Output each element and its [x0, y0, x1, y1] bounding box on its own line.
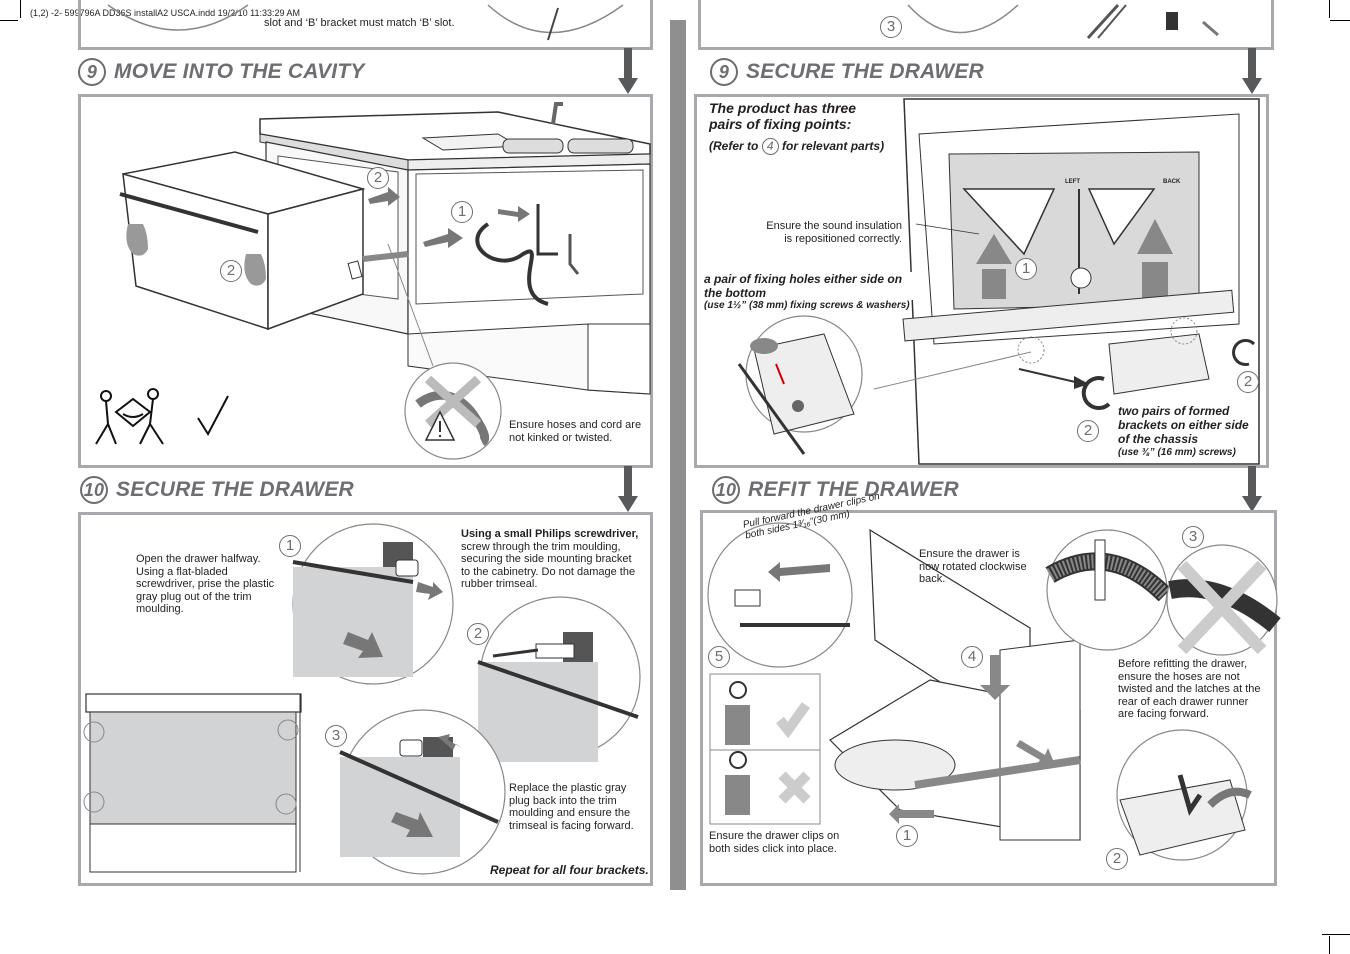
section-title: SECURE THE DRAWER [746, 60, 984, 83]
previous-step-text: slot and ‘B’ bracket must match ‘B’ slot… [264, 17, 455, 29]
step-marker: 1 [1015, 258, 1037, 280]
section-heading: 9 MOVE INTO THE CAVITY [78, 58, 365, 86]
previous-panel-left [78, 0, 653, 50]
sound-insulation-note: Ensure the sound insulation is repositio… [766, 220, 902, 245]
step-2-instruction: Using a small Philips screwdriver, screw… [461, 528, 641, 591]
previous-illustration-left [107, 4, 624, 41]
down-arrow-icon [1242, 48, 1262, 94]
refer-note: (Refer to 4 for relevant parts) [709, 137, 884, 155]
step-marker: 3 [1182, 526, 1204, 548]
crop-mark [20, 0, 21, 18]
crop-mark [0, 20, 18, 21]
trim-bracket-illustration [83, 523, 641, 875]
clips-click-note: Ensure the drawer clips on both sides cl… [709, 830, 840, 855]
crop-mark [1322, 934, 1350, 935]
hoses-check-note: Before refitting the drawer, ensure the … [1118, 658, 1261, 720]
down-arrow-icon [618, 466, 638, 512]
page-spine [670, 20, 686, 890]
repeat-note: Repeat for all four brackets. [490, 863, 649, 877]
section-number: 9 [78, 58, 106, 86]
step-marker: 3 [880, 16, 902, 38]
rotated-back-note: Ensure the drawer is now rotated clockwi… [919, 548, 1027, 585]
fixing-holes-heading: a pair of fixing holes either side on th… [704, 272, 920, 300]
dishwasher-into-cavity-illustration [95, 102, 651, 460]
formed-brackets-screws-note: (use ⅜” (16 mm) screws) [1118, 447, 1236, 458]
part-reference-marker: 4 [761, 138, 779, 155]
section-number: 9 [710, 58, 738, 86]
chassis-label-back: BACK [1163, 179, 1181, 185]
chassis-label-left: LEFT [1065, 179, 1080, 185]
step-marker: 2 [467, 623, 489, 645]
refer-note-prefix: (Refer to [709, 139, 759, 153]
crop-mark [1329, 936, 1330, 954]
drawer-fixing-points-illustration [737, 98, 1260, 465]
step-marker: 2 [1106, 848, 1128, 870]
crop-mark [1330, 20, 1350, 21]
crop-mark [1329, 0, 1330, 18]
fixing-holes-screws-note: (use 1½” (38 mm) fixing screws & washers… [704, 300, 910, 311]
step-3-instruction: Replace the plastic gray plug back into … [509, 782, 634, 832]
refer-note-suffix: for relevant parts) [782, 139, 885, 153]
section-number: 10 [80, 476, 108, 504]
section-title: SECURE THE DRAWER [116, 478, 354, 501]
refit-drawer-illustration [707, 522, 1281, 861]
step-marker: 2 [1237, 371, 1259, 393]
step-1-instruction: Open the drawer halfway. Using a flat-bl… [136, 553, 275, 615]
fixing-points-intro: The product has three pairs of fixing po… [709, 100, 889, 132]
section-heading: 10 SECURE THE DRAWER [80, 476, 354, 504]
step-marker: 4 [961, 646, 983, 668]
previous-illustration-right [907, 3, 1219, 40]
section-heading: 9 SECURE THE DRAWER [710, 58, 984, 86]
section-title: MOVE INTO THE CAVITY [114, 60, 365, 83]
step-marker: 5 [708, 646, 730, 668]
file-slug: (1,2) -2- 599796A DD36S installA2 USCA.i… [30, 8, 300, 18]
section-heading: 10 REFIT THE DRAWER [712, 476, 959, 504]
down-arrow-icon [1242, 466, 1262, 512]
step-2-text: screw through the trim moulding, securin… [461, 540, 636, 591]
step-marker: 2 [367, 167, 389, 189]
step-marker: 1 [279, 535, 301, 557]
section-title: REFIT THE DRAWER [748, 478, 959, 501]
step-marker: 2 [220, 260, 242, 282]
hoses-warning-text: Ensure hoses and cord are not kinked or … [509, 419, 642, 444]
section-number: 10 [712, 476, 740, 504]
down-arrow-icon [618, 48, 638, 94]
step-marker: 2 [1077, 420, 1099, 442]
formed-brackets-heading: two pairs of formed brackets on either s… [1118, 404, 1250, 446]
previous-panel-right [698, 0, 1274, 50]
step-2-tool: Using a small Philips screwdriver, [461, 528, 639, 540]
step-marker: 1 [451, 201, 473, 223]
step-marker: 1 [896, 825, 918, 847]
step-marker: 3 [325, 725, 347, 747]
